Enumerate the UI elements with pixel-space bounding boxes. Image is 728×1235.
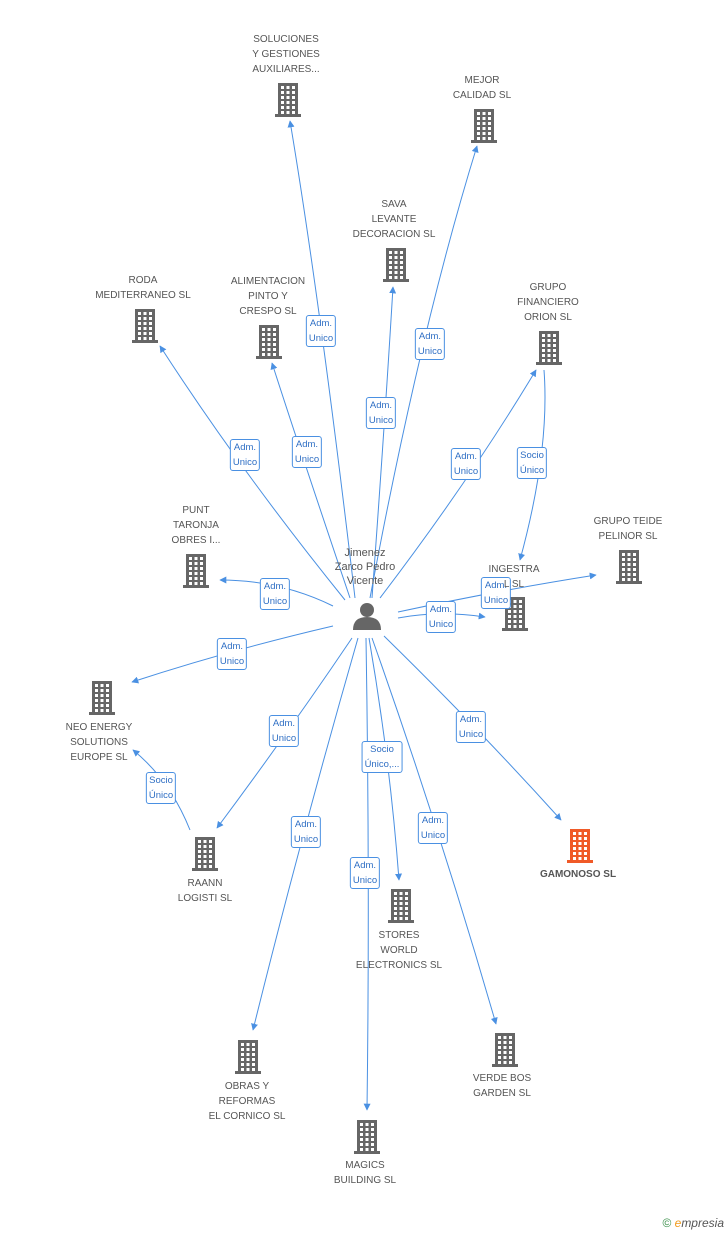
edge-label[interactable]: Adm. Unico (290, 816, 322, 848)
company-label-sava[interactable]: SAVA LEVANTE DECORACION SL (352, 199, 436, 240)
company-label-obras[interactable]: OBRAS Y REFORMAS EL CORNICO SL (208, 1081, 286, 1122)
company-label-soluciones[interactable]: SOLUCIONES Y GESTIONES AUXILIARES... (252, 34, 320, 75)
building-icon-roda[interactable] (132, 309, 158, 343)
building-icon-teide[interactable] (616, 550, 642, 584)
edge-label[interactable]: Adm. Unico (216, 638, 248, 670)
company-label-magics[interactable]: MAGICS BUILDING SL (333, 1160, 397, 1186)
copyright-notice: © empresia (662, 1216, 724, 1230)
building-icon-raann[interactable] (192, 837, 218, 871)
company-label-alimentacion[interactable]: ALIMENTACION PINTO Y CRESPO SL (230, 276, 306, 317)
company-label-gamonoso[interactable]: GAMONOSO SL (539, 869, 617, 880)
company-label-punt[interactable]: PUNT TARONJA OBRES I... (171, 505, 221, 546)
edge-label[interactable]: Socio Único (516, 447, 548, 479)
edge-label[interactable]: Adm. Unico (414, 328, 446, 360)
edge-label[interactable]: Adm. Unico (480, 577, 512, 609)
copyright-icon: © (662, 1216, 672, 1230)
building-icon-sava[interactable] (383, 248, 409, 282)
building-icon-grupo_fin[interactable] (536, 331, 562, 365)
edge-label[interactable]: Socio Único,... (361, 741, 403, 773)
edge-center-to-sava (371, 286, 397, 599)
edge-label[interactable]: Adm. Unico (365, 397, 397, 429)
edge-label[interactable]: Socio Único (145, 772, 177, 804)
building-icon-soluciones[interactable] (275, 83, 301, 117)
person-icon[interactable] (353, 603, 381, 630)
company-label-raann[interactable]: RAANN LOGISTI SL (177, 878, 233, 904)
company-label-teide[interactable]: GRUPO TEIDE PELINOR SL (593, 516, 663, 542)
edge-center-to-roda (159, 345, 346, 601)
edge-label[interactable]: Adm. Unico (425, 601, 457, 633)
company-label-roda[interactable]: RODA MEDITERRANEO SL (95, 275, 191, 301)
building-icon-neo[interactable] (89, 681, 115, 715)
edge-label[interactable]: Adm. Unico (259, 578, 291, 610)
person-name[interactable]: Jimenez Zarco Pedro Vicente (334, 547, 396, 587)
building-icon-stores[interactable] (388, 889, 414, 923)
edge-label[interactable]: Adm. Unico (349, 857, 381, 889)
building-icon-gamonoso[interactable] (567, 829, 593, 863)
edge-label[interactable]: Adm. Unico (305, 315, 337, 347)
edge-center-to-soluciones (287, 120, 356, 599)
company-label-mejor[interactable]: MEJOR CALIDAD SL (452, 75, 512, 101)
edge-label[interactable]: Adm. Unico (417, 812, 449, 844)
building-icon-alimentacion[interactable] (256, 325, 282, 359)
building-icon-punt[interactable] (183, 554, 209, 588)
building-icon-mejor[interactable] (471, 109, 497, 143)
company-label-ingestra[interactable]: INGESTRA L SL (488, 564, 540, 590)
edge-label[interactable]: Adm. Unico (268, 715, 300, 747)
company-label-verde[interactable]: VERDE BOS GARDEN SL (472, 1073, 532, 1099)
edge-label[interactable]: Adm. Unico (450, 448, 482, 480)
building-icon-magics[interactable] (354, 1120, 380, 1154)
company-label-stores[interactable]: STORES WORLD ELECTRONICS SL (355, 930, 443, 971)
company-label-neo[interactable]: NEO ENERGY SOLUTIONS EUROPE SL (65, 722, 133, 763)
edge-center-to-grupo_fin (379, 369, 537, 599)
building-icon-verde[interactable] (492, 1033, 518, 1067)
edge-label[interactable]: Adm. Unico (229, 439, 261, 471)
edge-label[interactable]: Adm. Unico (455, 711, 487, 743)
company-label-grupo_fin[interactable]: GRUPO FINANCIERO ORION SL (517, 282, 579, 323)
edge-label[interactable]: Adm. Unico (291, 436, 323, 468)
building-icon-obras[interactable] (235, 1040, 261, 1074)
empresia-logo: empresia (674, 1216, 724, 1230)
